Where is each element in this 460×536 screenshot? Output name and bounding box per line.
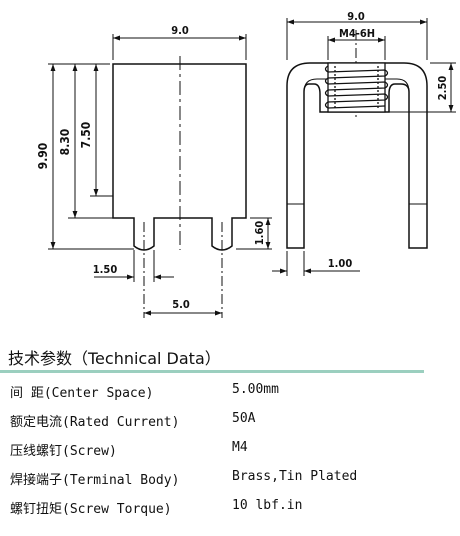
side-outer-outline — [286, 62, 428, 249]
leg-width-label: 1.50 — [93, 263, 118, 276]
dim-leg-height — [236, 217, 272, 250]
front-width-label: 9.0 — [171, 24, 189, 37]
spec-label: 螺钉扭矩(Screw Torque) — [10, 502, 172, 517]
inner-height-label: 7.50 — [79, 122, 93, 149]
technical-drawing: 9.0 9.90 8.30 7.50 1.60 1.50 5.0 — [36, 10, 456, 318]
thread-flanks — [324, 65, 389, 109]
tech-data-title: 技术参数（Technical Data） — [8, 349, 221, 368]
front-body-outline — [112, 63, 247, 251]
dim-inner-height — [90, 64, 113, 197]
spec-value: 5.00mm — [232, 382, 279, 397]
spec-label: 额定电流(Rated Current) — [10, 415, 180, 430]
dim-front-width — [112, 34, 247, 60]
dim-overall-height — [48, 63, 134, 250]
front-view — [112, 56, 247, 318]
thread-label: M4-6H — [339, 27, 375, 40]
dim-side-width — [286, 18, 428, 60]
dim-body-height — [68, 64, 113, 219]
thickness-label: 1.00 — [328, 257, 353, 270]
side-width-label: 9.0 — [347, 10, 365, 23]
spec-value: 50A — [232, 411, 256, 426]
dim-thickness — [272, 251, 360, 276]
spec-value: 10 lbf.in — [232, 498, 303, 513]
thread-block — [324, 62, 389, 113]
spec-label: 间 距(Center Space) — [10, 386, 154, 401]
dim-thread-height — [388, 62, 456, 113]
leg-height-label: 1.60 — [253, 221, 266, 246]
dim-leg-width — [94, 250, 174, 282]
spec-value: Brass,Tin Plated — [232, 469, 358, 484]
spec-label: 焊接端子(Terminal Body) — [10, 473, 180, 488]
body-height-label: 8.30 — [58, 129, 72, 156]
dim-thread — [327, 36, 386, 60]
thread-height-label: 2.50 — [436, 76, 449, 101]
spec-label: 压线螺钉(Screw) — [10, 444, 117, 459]
overall-height-label: 9.90 — [36, 143, 50, 170]
spec-value: M4 — [232, 440, 248, 455]
title-underline — [0, 370, 424, 373]
leg-pitch-label: 5.0 — [172, 298, 190, 311]
